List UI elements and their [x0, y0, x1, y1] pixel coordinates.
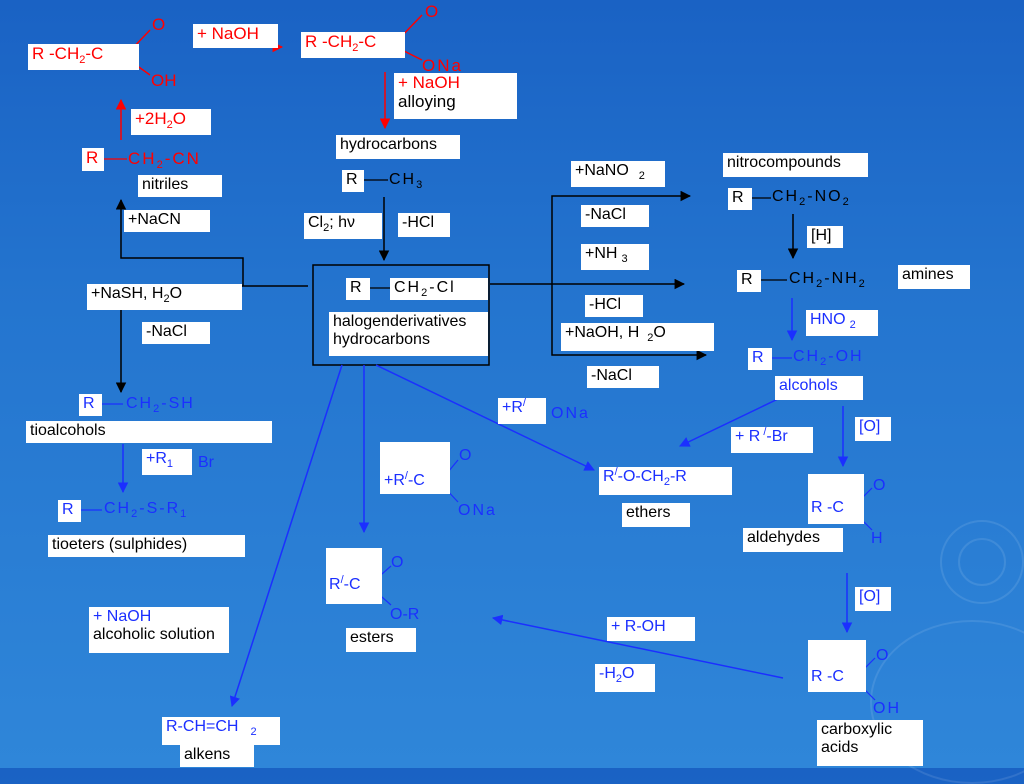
arrows-layer	[78, 14, 876, 707]
center-formula-r: R	[346, 278, 370, 300]
chlorination-reagent: Cl2; hν	[304, 213, 382, 239]
acid-left-formula: R -CH2-C	[28, 44, 139, 70]
nitro-formula-r: R	[728, 188, 752, 210]
alkyl-bromide-br: Br	[198, 454, 214, 471]
salt-top-ona: ONa	[422, 56, 463, 75]
alkoxide-reagent-ona: ONa	[551, 405, 590, 422]
arrow-alcohol-to-ether	[679, 397, 781, 447]
carboxylate-reagent: +R/-C	[380, 442, 450, 494]
reduction-reagent: [H]	[807, 226, 843, 248]
alcohols-label: alcohols	[775, 376, 863, 400]
nitro-formula-chain: CH2-NO2	[772, 188, 851, 208]
nacl-byproduct-mid: -NaCl	[581, 205, 649, 227]
arrow-to-alkenes	[229, 364, 343, 707]
thio-formula-chain: CH2-SH	[126, 395, 195, 415]
ester-formula: R/-C	[326, 548, 382, 604]
acid-left-hydroxyl: OH	[151, 71, 177, 90]
tioether-formula-r: R	[58, 500, 81, 522]
tioeters-label: tioeters (sulphides)	[48, 535, 245, 557]
alcohol-formula-chain: CH2-OH	[793, 348, 864, 368]
water-byproduct: -H2O	[595, 664, 655, 692]
ethers-label: ethers	[622, 503, 690, 527]
arrow-to-ethers	[375, 364, 595, 471]
alcohol-reagent: + R-OH	[607, 617, 695, 641]
hydrocarbon-formula-ch3: CH3	[389, 171, 425, 191]
esters-label: esters	[346, 628, 416, 652]
hydrocarbon-formula-r: R	[342, 170, 364, 192]
aldehyde-hydrogen: H	[871, 530, 883, 547]
nitriles-label: nitriles	[138, 175, 222, 197]
nitrile-formula-r: R	[82, 148, 104, 171]
salt-top-carbonyl-o: O	[425, 2, 439, 21]
arrow-to-alcohol	[551, 284, 708, 361]
alkyl-bromide-ether-reagent: + R/-Br	[731, 426, 813, 453]
arrow-to-nitro	[551, 190, 692, 284]
carboxylic-acid-carbonyl-o: O	[876, 647, 889, 664]
amine-formula-r: R	[737, 270, 761, 292]
tioalcohols-label: tioalcohols	[26, 421, 272, 443]
arrow-esterification	[491, 614, 784, 679]
water-reagent: +2H2O	[131, 109, 211, 135]
nacn-reagent: +NaCN	[124, 210, 210, 232]
reaction-scheme: R -CH2-C O OH + NaOH R -CH2-C O ONa + Na…	[26, 2, 1024, 784]
ripple-decoration	[940, 520, 1024, 604]
alkens-label: alkens	[180, 745, 254, 767]
ester-alkoxy: O-R	[390, 606, 420, 623]
salt-top-formula: R -CH2-C	[301, 32, 405, 58]
carboxylic-acid-formula: R -C	[808, 640, 866, 692]
ether-formula: R/-O-CH2-R	[599, 466, 732, 495]
carboxylate-reagent-o: O	[459, 447, 472, 464]
acid-left-carbonyl-o: O	[152, 15, 166, 34]
aldehyde-carbonyl-o: O	[873, 477, 886, 494]
hcl-byproduct-top: -HCl	[398, 213, 450, 237]
arrow-to-nitriles	[115, 198, 308, 287]
amines-label: amines	[898, 265, 970, 289]
center-formula-ch2cl: CH2-Cl	[390, 278, 488, 300]
thio-formula-r: R	[79, 394, 102, 416]
oxidation-reagent-1: [O]	[855, 417, 891, 441]
ripple-decoration	[958, 538, 1006, 586]
nitrocompounds-label: nitrocompounds	[723, 153, 868, 177]
hcl-byproduct-mid: -HCl	[585, 295, 643, 317]
center-box	[312, 264, 490, 366]
aldehyde-formula: R -C	[808, 474, 864, 524]
nash-reagent: +NaSH, H2O	[87, 284, 242, 310]
nacl-byproduct-left: -NaCl	[142, 322, 210, 344]
naoh-reagent: + NaOH	[193, 24, 278, 48]
hydrocarbons-label: hydrocarbons	[336, 135, 460, 159]
carboxylate-reagent-ona: ONa	[458, 502, 497, 519]
ester-carbonyl-o: O	[391, 554, 404, 571]
aldehydes-label: aldehydes	[743, 528, 843, 552]
carboxylic-acid-hydroxyl: OH	[873, 700, 901, 717]
tioether-formula-chain: CH2-S-R1	[104, 500, 189, 520]
alkyl-bromide-reagent: +R1	[142, 449, 192, 475]
alcohol-formula-r: R	[748, 348, 772, 370]
nacl-byproduct-low: -NaCl	[587, 366, 659, 388]
amine-formula-chain: CH2-NH2	[789, 270, 867, 290]
nitrile-formula-chain: CH2-CN	[128, 149, 201, 171]
alkoxide-reagent: +R/	[498, 397, 546, 424]
oxidation-reagent-2: [O]	[855, 587, 891, 611]
